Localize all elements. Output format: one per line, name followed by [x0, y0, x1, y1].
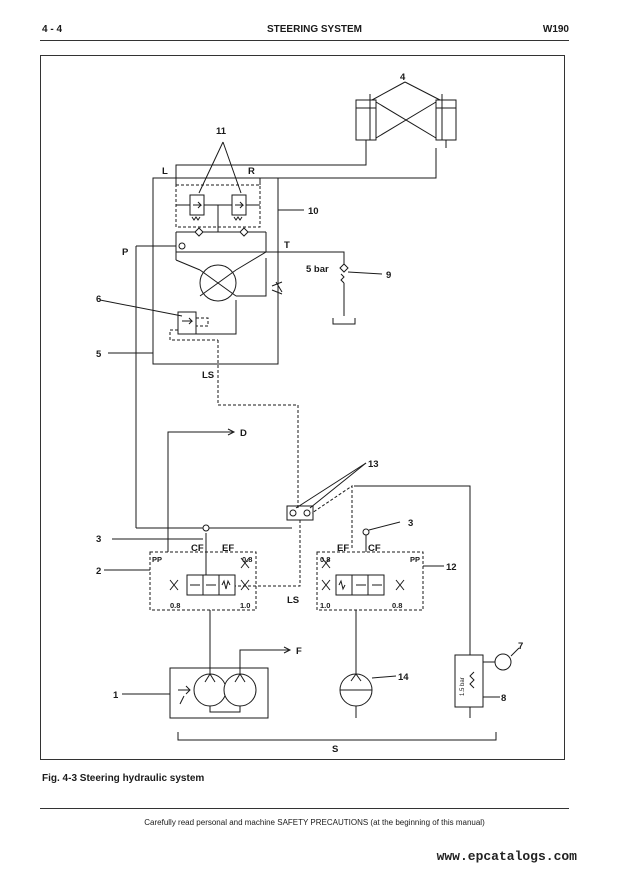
callout-7: 7	[518, 641, 523, 652]
port-t: T	[284, 240, 290, 251]
callout-4-leaders	[371, 81, 441, 101]
callout-12: 12	[446, 562, 457, 573]
orifice-right-top: 0.8	[320, 555, 330, 564]
line-d	[167, 431, 234, 552]
sensor-7-icon	[494, 653, 512, 671]
callout-11: 11	[216, 126, 227, 137]
callout-13-leader-b	[309, 462, 367, 509]
line-r	[259, 148, 437, 185]
callout-14-leader	[371, 675, 397, 679]
port-cf-right: CF	[368, 543, 381, 554]
check-valve-icon	[239, 227, 249, 237]
suction-bracket	[177, 732, 497, 741]
port-ls: LS	[202, 370, 214, 381]
port-ef-right: EF	[337, 543, 349, 554]
port-d: D	[240, 428, 247, 439]
figure-caption: Fig. 4-3 Steering hydraulic system	[42, 773, 205, 784]
port-ef-left: EF	[222, 543, 234, 554]
callout-4: 4	[400, 72, 406, 83]
callout-11-leader-b	[222, 141, 242, 194]
check-valve-9-icon	[339, 263, 349, 273]
safety-note: Carefully read personal and machine SAFE…	[144, 818, 485, 827]
priority-block-12	[316, 551, 424, 611]
orifice-left-top: 0.8	[242, 555, 252, 564]
footer-rule	[40, 808, 569, 809]
callout-9: 9	[386, 270, 391, 281]
port-l: L	[162, 166, 168, 177]
line-l	[175, 148, 367, 185]
check-valve-icon	[194, 227, 204, 237]
priority-block-2	[149, 551, 257, 611]
port-pp-left: PP	[152, 555, 162, 564]
tank-icon	[332, 318, 356, 325]
callout-8: 8	[501, 693, 506, 704]
port-pp-right: PP	[410, 555, 420, 564]
orifice-left-bottom-b: 1.0	[240, 601, 250, 610]
callout-7-leader	[510, 647, 520, 657]
pump-icon	[223, 673, 257, 707]
port-s: S	[332, 744, 338, 755]
watermark: www.epcatalogs.com	[436, 849, 577, 864]
steering-input-icon	[271, 281, 283, 295]
callout-3-right-leader	[368, 521, 401, 531]
filter-relief-pressure: 1.5 bar	[460, 677, 466, 696]
steering-cylinders	[355, 94, 457, 148]
port-r: R	[248, 166, 255, 177]
section-title: STEERING SYSTEM	[266, 24, 362, 35]
callout-13: 13	[368, 459, 379, 470]
header-rule	[40, 40, 569, 41]
priority-valve-6	[177, 311, 197, 335]
callout-6: 6	[96, 294, 101, 305]
callout-11-leader-a	[198, 141, 224, 194]
port-ls-lower: LS	[287, 595, 299, 606]
page-number: 4 - 4	[42, 24, 63, 35]
callout-2: 2	[96, 566, 101, 577]
port-f: F	[296, 646, 302, 657]
line-ls	[217, 340, 299, 510]
steering-unit-10	[152, 177, 279, 365]
diagram-frame	[40, 55, 565, 760]
pump-icon	[193, 673, 227, 707]
pump-group-1	[169, 667, 269, 719]
line-t	[176, 251, 345, 265]
callout-3-left: 3	[96, 534, 101, 545]
callout-6-leader	[99, 299, 183, 317]
callout-5: 5	[96, 349, 102, 360]
port-p: P	[122, 247, 129, 258]
callout-10: 10	[308, 206, 319, 217]
orifice-right-bottom-b: 0.8	[392, 601, 402, 610]
orifice-right-bottom-a: 1.0	[320, 601, 330, 610]
callout-3-right: 3	[408, 518, 413, 529]
callout-1: 1	[113, 690, 119, 701]
check-valve-pressure: 5 bar	[306, 264, 329, 275]
callout-13-leader-a	[295, 462, 367, 509]
port-cf-left: CF	[191, 543, 204, 554]
orifice-left-bottom-a: 0.8	[170, 601, 180, 610]
filter-8	[454, 654, 484, 708]
model-name: W190	[542, 24, 569, 35]
shock-valves-11	[175, 184, 261, 232]
callout-14: 14	[398, 672, 409, 683]
